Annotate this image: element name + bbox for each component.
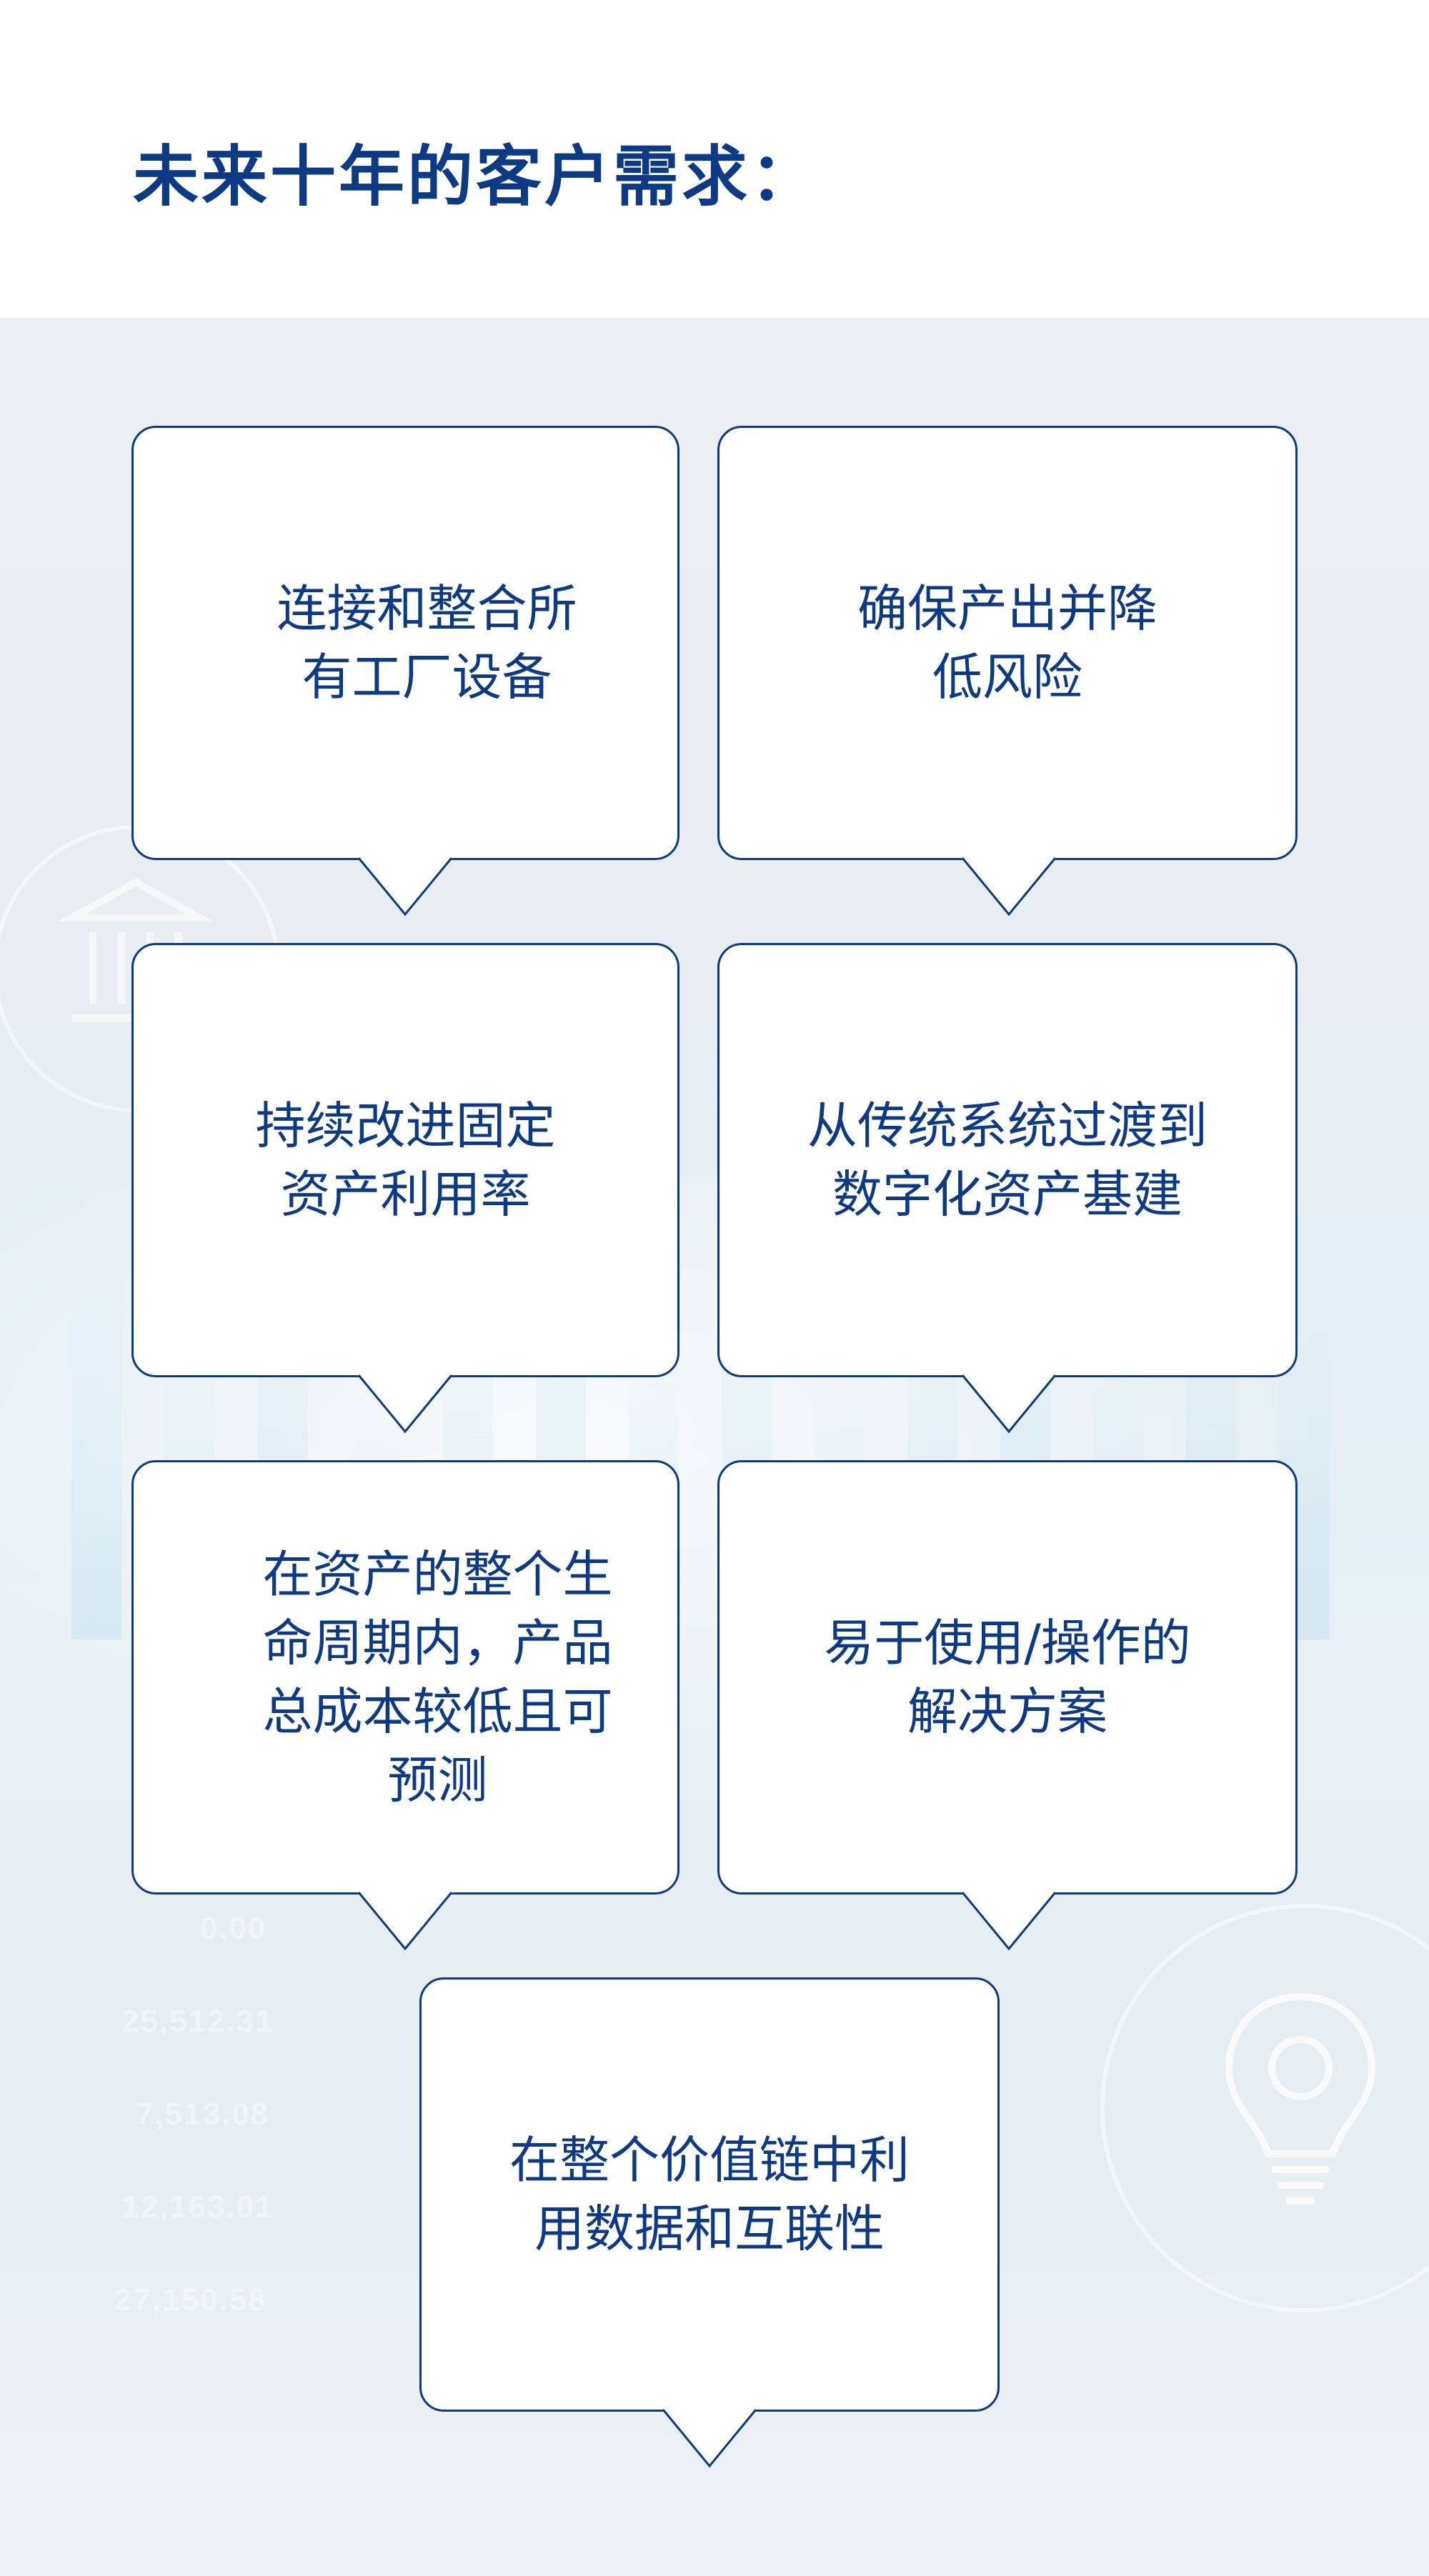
card-pointer: [662, 2409, 757, 2468]
need-card-1-text: 连接和整合所 有工厂设备: [277, 579, 577, 707]
need-card-4-text: 从传统系统过渡到 数字化资产基建: [807, 1097, 1208, 1224]
card-pointer: [357, 1892, 453, 1951]
need-card-6-text: 易于使用/操作的 解决方案: [824, 1614, 1191, 1741]
card-pointer: [961, 1374, 1057, 1434]
need-card-5: 在资产的整个生 命周期内，产品 总成本较低且可 预测: [131, 1460, 679, 1894]
need-card-2-text: 确保产出并降 低风险: [857, 579, 1157, 707]
need-card-4: 从传统系统过渡到 数字化资产基建: [717, 943, 1298, 1377]
need-card-5-text: 在资产的整个生 命周期内，产品 总成本较低且可 预测: [262, 1545, 613, 1809]
background-number: 7,513.08: [136, 2097, 270, 2132]
need-card-6: 易于使用/操作的 解决方案: [717, 1460, 1298, 1894]
background-number: 0.00: [200, 1911, 267, 1946]
card-pointer: [961, 857, 1057, 917]
card-pointer: [961, 1892, 1057, 1951]
page-title: 未来十年的客户需求：: [133, 139, 820, 215]
need-card-3-text: 持续改进固定 资产利用率: [255, 1097, 556, 1224]
lightbulb-icon: [1225, 1992, 1376, 2205]
need-card-3: 持续改进固定 资产利用率: [131, 943, 679, 1377]
header: 未来十年的客户需求：: [0, 0, 1429, 318]
need-card-7: 在整个价值链中利 用数据和互联性: [419, 1977, 1000, 2412]
card-pointer: [357, 857, 453, 917]
need-card-1: 连接和整合所 有工厂设备: [131, 426, 679, 860]
background-number: 12,163.01: [121, 2190, 274, 2225]
need-card-7-text: 在整个价值链中利 用数据和互联性: [509, 2131, 910, 2258]
card-pointer: [357, 1374, 453, 1434]
background-number: 25,512.31: [121, 2004, 274, 2039]
need-card-2: 确保产出并降 低风险: [717, 426, 1298, 860]
background-number: 27,150.58: [114, 2282, 267, 2317]
